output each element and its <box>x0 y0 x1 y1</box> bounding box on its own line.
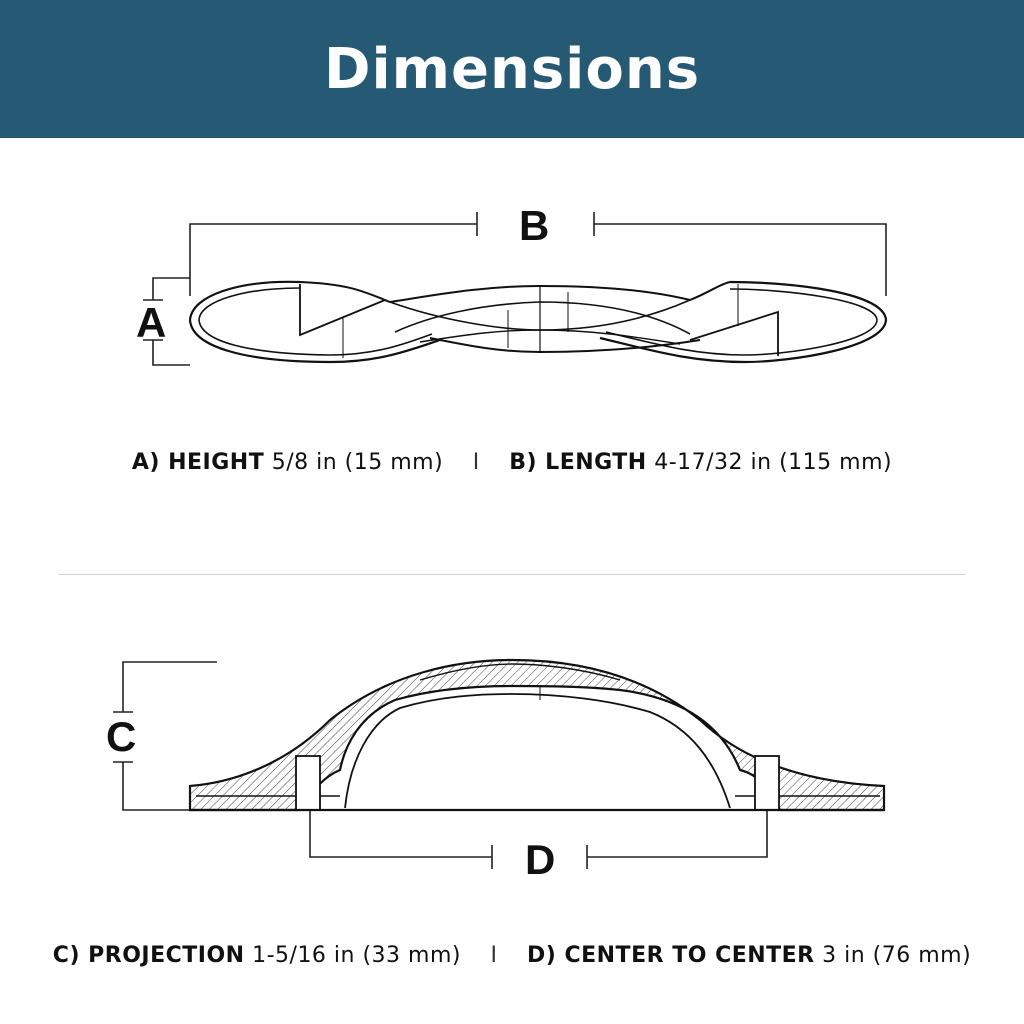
dim-a-line-bottom <box>152 340 190 366</box>
projection-value: 1-5/16 in (33 mm) <box>252 943 461 968</box>
dim-label-b: B <box>519 202 550 249</box>
caption-separator: I <box>472 450 480 475</box>
dim-c-line-top <box>122 661 217 712</box>
length-label: B) LENGTH <box>509 450 647 475</box>
bottom-dimension-caption: C) PROJECTION 1-5/16 in (33 mm) I D) CEN… <box>0 943 1024 968</box>
handle-left-lobe <box>188 280 441 364</box>
dim-b-line-right <box>594 223 887 296</box>
left-screw-post <box>295 755 321 811</box>
center-to-center-label: D) CENTER TO CENTER <box>527 943 815 968</box>
dim-label-a: A <box>136 299 167 346</box>
dim-b-line-left <box>189 223 477 296</box>
dim-a-line-top <box>152 277 190 300</box>
top-dimension-caption: A) HEIGHT 5/8 in (15 mm) I B) LENGTH 4-1… <box>0 450 1024 475</box>
handle-top-view <box>143 212 888 366</box>
height-label: A) HEIGHT <box>131 450 265 475</box>
header-banner: Dimensions <box>0 0 1024 138</box>
handle-side-view <box>113 658 886 869</box>
dim-d-line-left <box>309 810 492 858</box>
dim-c-line-bottom <box>122 762 190 811</box>
section-divider <box>58 574 966 575</box>
right-screw-post <box>754 755 780 811</box>
height-value: 5/8 in (15 mm) <box>271 450 444 475</box>
center-to-center-value: 3 in (76 mm) <box>822 943 972 968</box>
dim-label-d: D <box>525 836 556 883</box>
projection-label: C) PROJECTION <box>52 943 245 968</box>
length-value: 4-17/32 in (115 mm) <box>654 450 893 475</box>
dim-label-c: C <box>106 713 137 760</box>
handle-right-lobe <box>599 280 888 364</box>
caption-separator: I <box>490 943 498 968</box>
page-title: Dimensions <box>323 36 701 102</box>
dim-d-line-right <box>587 810 768 858</box>
